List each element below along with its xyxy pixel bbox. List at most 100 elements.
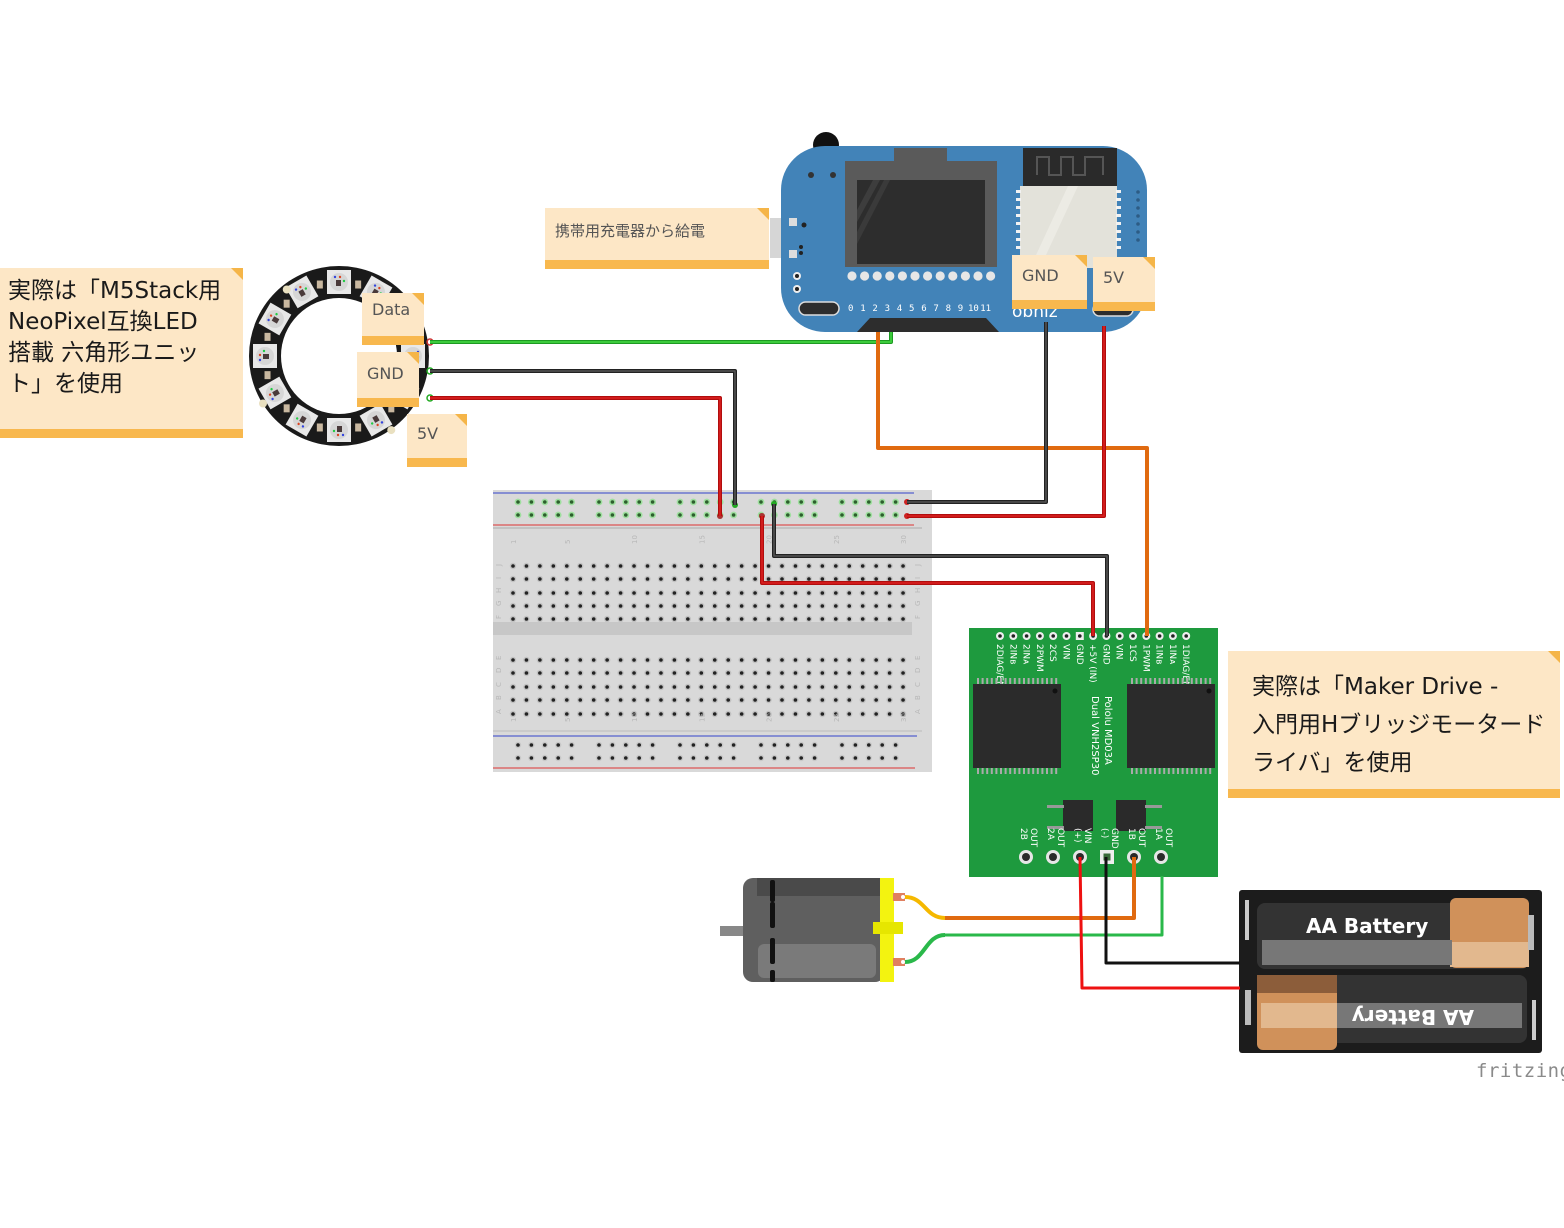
io-hole[interactable] — [960, 271, 971, 281]
pwm-wire[interactable] — [876, 332, 1149, 636]
resistor — [316, 280, 323, 289]
pin-label: 1PWM — [1140, 644, 1150, 672]
ring-gnd-wire[interactable] — [430, 369, 737, 505]
note-neopixel-text: 実際は「M5Stack用 NeoPixel互換LED 搭載 六角形ユニット」を使… — [8, 278, 222, 397]
io-hole[interactable] — [872, 271, 882, 281]
io-hole[interactable] — [897, 271, 908, 281]
io-hole[interactable] — [923, 271, 933, 281]
column-number-label: 25 — [833, 535, 841, 544]
note-data[interactable]: Data — [362, 293, 424, 345]
row-letter-label: J — [914, 564, 922, 567]
dc-motor[interactable] — [720, 878, 905, 982]
io-hole[interactable] — [860, 271, 870, 281]
led-pixel — [258, 302, 292, 336]
column-number-label: 15 — [698, 713, 706, 722]
pin-number-label: 0 — [848, 304, 853, 314]
pin-label: VIN — [1114, 644, 1124, 660]
terminal-label: 1B — [1126, 828, 1136, 840]
io-hole[interactable] — [948, 271, 958, 281]
note-5v-ring[interactable]: 5V — [407, 414, 467, 467]
row-letter-label: B — [495, 695, 503, 700]
terminal-label: 2B — [1018, 828, 1028, 840]
pin-number-label: 11 — [980, 304, 991, 314]
pin-label: 2CS — [1047, 644, 1057, 662]
note-gnd-ring[interactable]: GND — [357, 352, 419, 407]
note-5v-board[interactable]: 5V — [1093, 257, 1155, 311]
mosfet-left — [1063, 800, 1093, 831]
pin-label: 2INᴀ — [1021, 644, 1031, 665]
column-number-label: 20 — [766, 713, 774, 722]
led-pixel — [327, 418, 351, 442]
mount-hole — [259, 399, 267, 408]
battery-cell-bottom: AA Battery — [1257, 975, 1527, 1050]
row-letter-label: A — [495, 709, 503, 714]
column-number-label: 10 — [631, 535, 639, 544]
battery-holder[interactable]: AA Battery AA Battery — [1239, 890, 1542, 1053]
io-hole[interactable] — [973, 271, 983, 281]
pin-label: 2DIAG/EN — [994, 644, 1004, 688]
data-wire[interactable] — [430, 332, 893, 344]
note-neopixel[interactable]: 実際は「M5Stack用 NeoPixel互換LED 搭載 六角形ユニット」を使… — [0, 268, 243, 438]
row-letter-label: D — [495, 668, 503, 673]
io-hole[interactable] — [935, 271, 945, 281]
motor-b-wire-lead — [904, 933, 946, 964]
resistor — [355, 423, 362, 432]
pin-number-label: 4 — [897, 304, 902, 314]
row-letter-label: G — [914, 601, 922, 606]
svg-text:AA Battery: AA Battery — [1352, 1005, 1474, 1029]
driver-ic — [973, 684, 1061, 768]
led-pixel — [258, 376, 292, 410]
mosfet-right — [1116, 800, 1146, 831]
note-data-text: Data — [372, 300, 411, 319]
row-letter-label: E — [914, 656, 922, 660]
led-pixel — [285, 403, 319, 437]
note-power[interactable]: 携帯用充電器から給電 — [545, 208, 769, 269]
svg-text:Pololu MD03A: Pololu MD03A — [1102, 696, 1113, 765]
pin-label: GND — [1100, 644, 1110, 665]
pin-label: 1INᴀ — [1167, 644, 1177, 665]
terminal-label: OUT — [1028, 828, 1038, 848]
note-gnd-board-text: GND — [1022, 266, 1059, 285]
driver-ic — [1127, 684, 1215, 768]
column-number-label: 20 — [766, 535, 774, 544]
pin-number-label: 3 — [885, 304, 890, 314]
io-hole[interactable] — [885, 271, 895, 281]
terminal-label: (-) — [1099, 828, 1109, 838]
terminal-label: (+) — [1072, 828, 1082, 843]
pin-label: 2INʙ — [1007, 644, 1017, 664]
resistor — [316, 423, 323, 432]
obniz-gnd-wire[interactable] — [907, 322, 1048, 504]
driver-title: Pololu MD03A Dual VNH2SP30 — [1089, 696, 1113, 775]
io-hole[interactable] — [910, 271, 920, 281]
obniz-5v-wire[interactable] — [907, 326, 1106, 518]
pin-number-label: 8 — [946, 304, 951, 314]
motor-b-wire[interactable] — [945, 876, 1164, 937]
column-number-label: 10 — [631, 713, 639, 722]
battery-gnd-wire[interactable] — [1104, 857, 1240, 965]
row-letter-label: H — [495, 588, 503, 593]
terminal-label: GND — [1109, 828, 1119, 849]
fritzing-watermark: fritzing — [1476, 1060, 1564, 1082]
row-letter-label: E — [495, 656, 503, 660]
note-gnd-board[interactable]: GND — [1012, 255, 1087, 309]
wifi-antenna — [1023, 148, 1117, 188]
terminal-label: 2A — [1045, 828, 1055, 841]
row-letter-label: J — [495, 564, 503, 567]
terminal-label: OUT — [1055, 828, 1065, 848]
io-hole[interactable] — [847, 271, 857, 281]
io-hole[interactable] — [986, 271, 996, 281]
note-power-text: 携帯用充電器から給電 — [555, 222, 706, 240]
column-number-label: 25 — [833, 713, 841, 722]
pin-number-label: 1 — [860, 304, 865, 314]
note-gnd-ring-text: GND — [367, 364, 404, 383]
motor-a-wire[interactable] — [945, 857, 1136, 920]
pin-number-label: 2 — [872, 304, 877, 314]
note-driver[interactable]: 実際は「Maker Drive - 入門用Hブリッジモータード ライバ」を使用 — [1228, 651, 1560, 798]
breadboard-center-channel — [493, 622, 912, 635]
battery-vin-wire[interactable] — [1078, 856, 1240, 990]
